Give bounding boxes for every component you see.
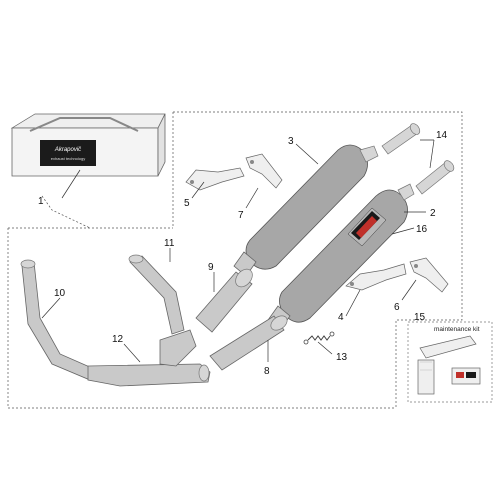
group-frame-muffler-section [172, 111, 463, 408]
collector-12 [87, 329, 211, 387]
maintenance-kit-15: maintenance kit [407, 321, 493, 403]
callout-6: 6 [394, 302, 400, 313]
callout-7: 7 [238, 210, 244, 221]
bracket-4 [345, 263, 407, 291]
spring-13 [303, 331, 335, 345]
link-pipe-9 [195, 268, 253, 333]
maintenance-kit-label: maintenance kit [434, 326, 480, 333]
callout-3: 3 [288, 136, 294, 147]
leader-lines [41, 139, 435, 363]
callout-2: 2 [430, 208, 436, 219]
callout-13: 13 [336, 352, 348, 363]
callout-1: 1 [38, 196, 44, 207]
callout-5: 5 [184, 198, 190, 209]
box-logo-panel [40, 140, 96, 166]
callout-12: 12 [112, 334, 124, 345]
bracket-6 [409, 257, 449, 293]
callout-numbers: 1 2 3 4 5 6 7 8 9 10 11 12 13 14 15 16 [38, 130, 448, 377]
header-pipe-11 [128, 254, 185, 335]
bracket-7 [245, 153, 283, 189]
callout-9: 9 [208, 262, 214, 273]
muffler-logo-16 [347, 207, 387, 247]
callout-11: 11 [164, 238, 175, 249]
muffler-3 [233, 144, 379, 277]
callout-4: 4 [338, 312, 344, 323]
box-logo-subtext: exhaust technology [51, 156, 85, 161]
bracket-5 [185, 167, 245, 191]
callout-16: 16 [416, 224, 428, 235]
mid-pipe-8 [209, 315, 288, 371]
packaging-box: Akrapovič exhaust technology [10, 113, 166, 177]
box-logo-text: Akrapovič [54, 147, 81, 153]
leader-box-to-frame [41, 195, 91, 229]
group-frame-header-section [7, 227, 396, 409]
callout-14: 14 [436, 130, 448, 141]
callout-10: 10 [54, 288, 66, 299]
callout-8: 8 [264, 366, 270, 377]
link-pipes-14 [381, 123, 455, 195]
header-pipe-10 [20, 259, 93, 381]
callout-15: 15 [414, 312, 426, 323]
